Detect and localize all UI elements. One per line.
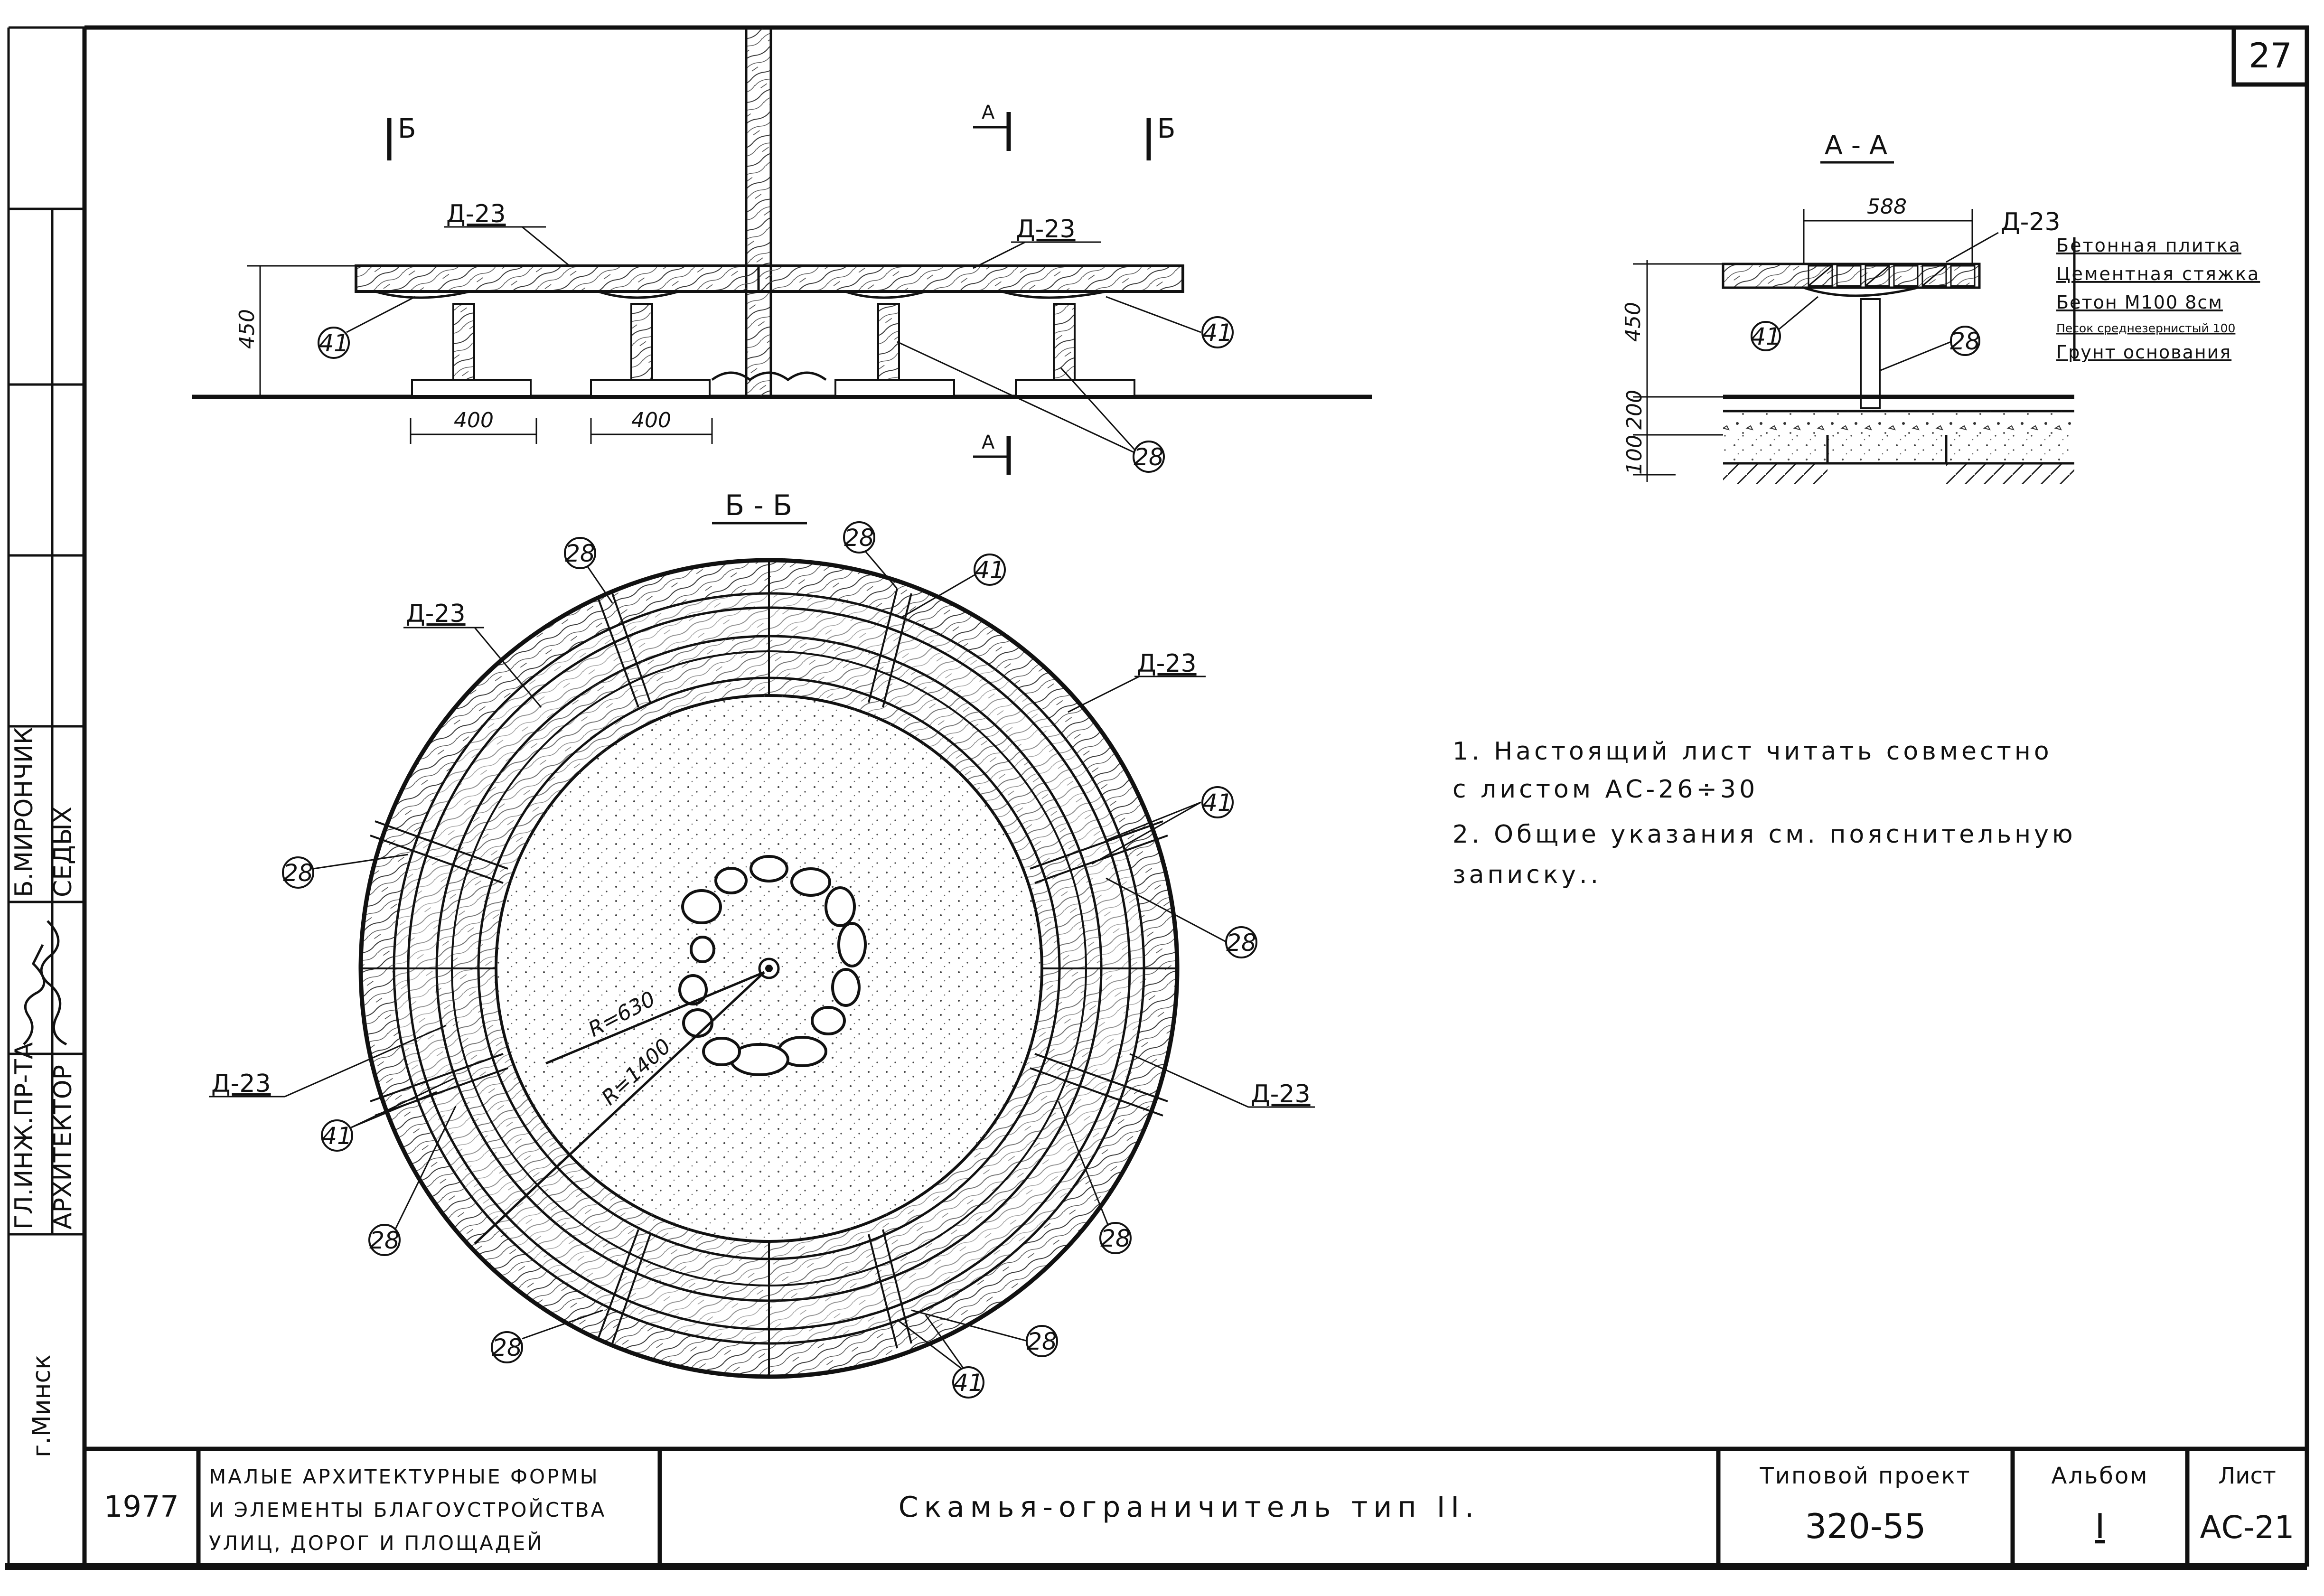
album-number: I <box>2095 1506 2105 1546</box>
page-number-box: 27 <box>2231 25 2309 87</box>
note-line-1: 1. Настоящий лист читать совместно <box>1452 737 2052 766</box>
handwritten-signature-1 <box>23 944 46 1045</box>
elev-ref-bracket-right: 41 <box>1202 319 1233 347</box>
theme-line-2: И ЭЛЕМЕНТЫ БЛАГОУСТРОЙСТВА <box>209 1498 606 1521</box>
section-dim-base-1: 200 <box>1622 390 1647 430</box>
elev-ref-bracket-left: 41 <box>319 329 349 357</box>
signature-name-1: Б.МИРОНЧИК <box>10 727 38 897</box>
title-block: 1977 МАЛЫЕ АРХИТЕКТУРНЫЕ ФОРМЫ И ЭЛЕМЕНТ… <box>84 1446 2307 1567</box>
signature-name-2: СЕДЫХ <box>49 807 77 897</box>
project-number: 320-55 <box>1805 1506 1926 1546</box>
layer-4: Песок среднезернистый 100 <box>2056 321 2235 335</box>
album-label: Альбом <box>2052 1463 2149 1489</box>
section-ref-post: 28 <box>1950 328 1980 355</box>
layer-5: Грунт основания <box>2056 342 2231 363</box>
plan-ref-board-bottom-left: Д-23 <box>211 1070 271 1098</box>
plan-bracket-marks <box>370 588 1168 1349</box>
elev-ref-post: 28 <box>1134 443 1164 471</box>
plan-ref-bracket-1: 41 <box>975 556 1005 584</box>
year-label: 1977 <box>104 1489 179 1524</box>
plan-ref-post-8: 28 <box>1027 1328 1057 1355</box>
section-aa-view: А - А 588 <box>1621 130 2260 484</box>
layer-2: Цементная стяжка <box>2056 263 2260 284</box>
layer-legend: Бетонная плитка Цементная стяжка Бетон М… <box>2056 235 2260 363</box>
elev-cut-b-right: Б <box>1157 113 1175 144</box>
note-line-2: с листом АС-26÷30 <box>1452 775 1758 804</box>
elev-cut-a-top: А <box>982 102 995 123</box>
general-notes: 1. Настоящий лист читать совместно с лис… <box>1452 737 2076 889</box>
bench-supports <box>375 290 1135 397</box>
section-ref-bracket: 41 <box>1751 323 1781 350</box>
elevation-view: 450 400 400 Б Б А А Д-23 Д-23 41 41 <box>192 26 1372 475</box>
list-number: АС-21 <box>2200 1509 2294 1546</box>
page-number: 27 <box>2249 36 2292 75</box>
handwritten-signature-2 <box>40 920 67 1046</box>
signature-block: ГЛ.ИНЖ.ПР-ТА АРХИТЕКТОР Б.МИРОНЧИК СЕДЫХ… <box>10 727 77 1457</box>
section-ref-board: Д-23 <box>2001 208 2061 236</box>
signature-role-1: ГЛ.ИНЖ.ПР-ТА <box>10 1042 38 1230</box>
theme-line-1: МАЛЫЕ АРХИТЕКТУРНЫЕ ФОРМЫ <box>209 1465 600 1488</box>
note-line-3: 2. Общие указания см. пояснительную <box>1452 820 2076 849</box>
plan-ref-post-3: 28 <box>283 859 313 887</box>
theme-line-3: УЛИЦ, ДОРОГ И ПЛОЩАДЕЙ <box>209 1531 544 1555</box>
plan-ref-bracket-4: 41 <box>953 1369 984 1397</box>
elev-cut-b-left: Б <box>398 113 416 144</box>
elev-dim-span-1: 400 <box>454 408 494 432</box>
plan-ref-post-7: 28 <box>492 1334 522 1361</box>
plan-ref-board-top-right: Д-23 <box>1137 649 1197 678</box>
section-dim-height: 450 <box>1621 302 1645 342</box>
plan-ref-post-6: 28 <box>1100 1225 1131 1252</box>
plan-bb-title: Б - Б <box>725 489 792 522</box>
plan-ref-board-bottom-right: Д-23 <box>1251 1080 1311 1108</box>
elev-ref-board-left: Д-23 <box>446 200 506 228</box>
note-line-4: записку.. <box>1452 861 1602 889</box>
list-label: Лист <box>2218 1463 2276 1489</box>
signature-role-2: АРХИТЕКТОР <box>49 1065 77 1230</box>
elev-ref-board-right: Д-23 <box>1016 215 1076 244</box>
section-aa-title: А - А <box>1825 130 1887 161</box>
plan-ref-bracket-2: 41 <box>1202 789 1233 817</box>
plan-ref-board-top-left: Д-23 <box>406 600 466 628</box>
elev-dim-span-2: 400 <box>631 408 671 432</box>
layer-1: Бетонная плитка <box>2056 235 2241 256</box>
elev-dim-height: 450 <box>235 309 259 349</box>
bench-seat <box>355 264 1184 293</box>
plan-ref-post-4: 28 <box>1226 929 1256 957</box>
layer-3: Бетон М100 8см <box>2056 292 2223 313</box>
plan-ref-post-2: 28 <box>844 524 874 552</box>
plan-ref-post-5: 28 <box>369 1227 400 1254</box>
elev-cut-a-bottom: А <box>982 432 995 453</box>
light-pole <box>745 26 772 398</box>
plan-ref-post-1: 28 <box>565 540 595 567</box>
project-label: Типовой проект <box>1759 1463 1971 1489</box>
section-dim-width: 588 <box>1867 195 1907 219</box>
plan-bb-view: Б - Б <box>209 489 1315 1399</box>
central-stone-ring <box>678 855 867 1076</box>
section-dim-base-2: 100 <box>1622 435 1647 475</box>
drawing-title: Скамья-ограничитель тип II. <box>899 1491 1480 1524</box>
city-label: г.Минск <box>28 1354 56 1457</box>
sheet-frame <box>5 25 2309 1570</box>
plan-ref-bracket-3: 41 <box>322 1122 352 1150</box>
